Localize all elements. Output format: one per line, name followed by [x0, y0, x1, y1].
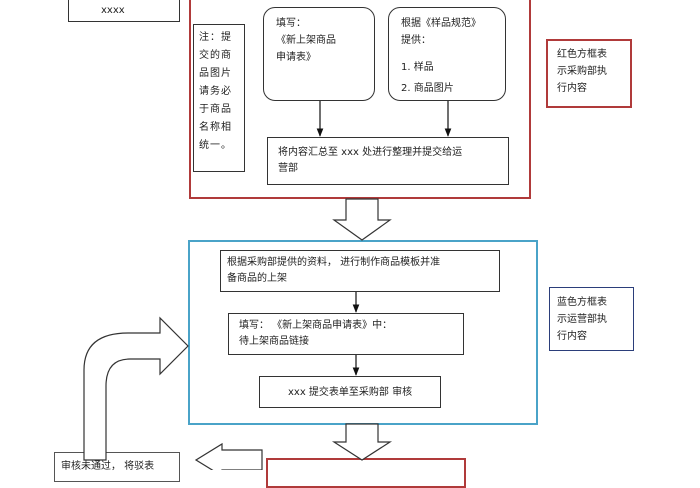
sample-spec-item-2: 2. 商品图片 [401, 83, 454, 94]
top-left-box-text: xxxx [101, 5, 125, 16]
fill-form-box: 填写： 《新上架商品 申请表》 [263, 7, 375, 101]
arrow-purchasing-to-operations [332, 198, 392, 241]
ops-form-text: 填写： 《新上架商品申请表》中： 待上架商品链接 [239, 320, 393, 347]
blue-legend-box: 蓝色方框表 示运营部执 行内容 [549, 287, 634, 351]
submit-text: xxx 提交表单至采购部 审核 [288, 387, 413, 398]
purchasing-region [189, 0, 531, 199]
submit-box: xxx 提交表单至采购部 审核 [259, 376, 441, 408]
connectors [83, 101, 452, 470]
ops-form-box: 填写： 《新上架商品申请表》中： 待上架商品链接 [228, 313, 464, 355]
sample-spec-item-1: 1. 样品 [401, 62, 434, 73]
note-box: 注：提 交的商 品图片 请务必 于商品 名称相 统一。 [193, 24, 245, 172]
summary-box: 将内容汇总至 xxx 处进行整理并提交给运 营部 [267, 137, 509, 185]
top-left-box: xxxx [68, 0, 180, 22]
bottom-left-text: 审核未通过， 将驳表 [61, 461, 155, 472]
arrow-bottom-left [194, 442, 263, 470]
note-text: 注：提 交的商 品图片 请务必 于商品 名称相 统一。 [199, 32, 232, 151]
red-legend-box: 红色方框表 示采购部执 行内容 [546, 39, 632, 108]
red-legend-text: 红色方框表 示采购部执 行内容 [557, 49, 607, 94]
sample-spec-heading: 根据《样品规范》 提供： [401, 18, 481, 46]
ops-data-box: 根据采购部提供的资料， 进行制作商品模板并准 备商品的上架 [220, 250, 500, 292]
arrow-operations-down [331, 423, 393, 461]
sample-spec-box: 根据《样品规范》 提供： 1. 样品 2. 商品图片 [388, 7, 506, 101]
blue-legend-text: 蓝色方框表 示运营部执 行内容 [557, 297, 607, 342]
ops-data-text: 根据采购部提供的资料， 进行制作商品模板并准 备商品的上架 [227, 257, 441, 284]
arrow-return-curved [83, 316, 189, 461]
summary-text: 将内容汇总至 xxx 处进行整理并提交给运 营部 [278, 147, 463, 174]
fill-form-text: 填写： 《新上架商品 申请表》 [276, 18, 336, 63]
